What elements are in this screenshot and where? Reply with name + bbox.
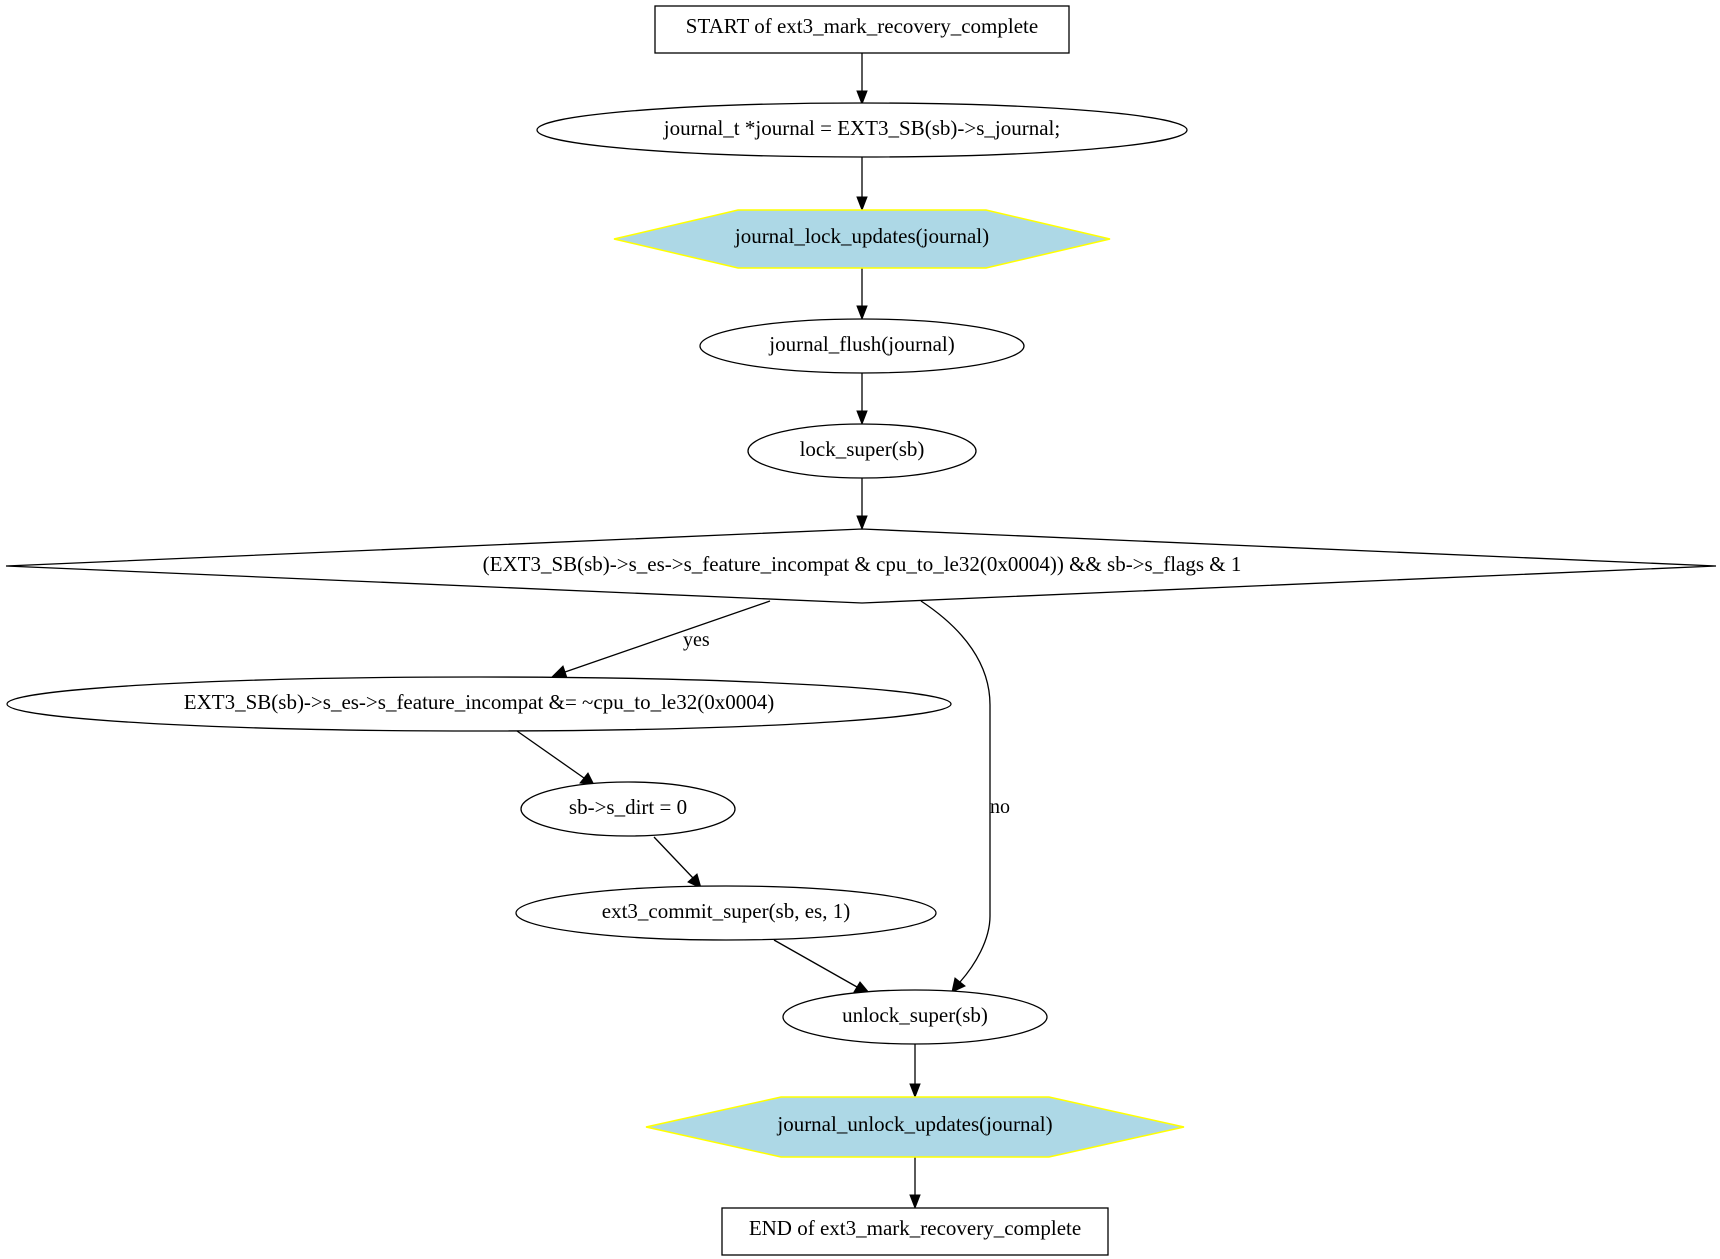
edge-commit-to-unlock-super [773,939,872,995]
node-condition-label: (EXT3_SB(sb)->s_es->s_feature_incompat &… [483,552,1242,576]
edge-clear-feature-to-dirt [516,730,595,786]
edge-label-no: no [990,796,1010,818]
edges: yes no [516,53,1010,1210]
edge-flush-to-lock-super [856,373,868,426]
node-flush-label: journal_flush(journal) [768,332,954,356]
node-lock-updates: journal_lock_updates(journal) [613,209,1111,269]
edge-journal-decl-to-lock-updates [856,157,868,212]
edge-start-to-journal-decl [856,53,868,106]
node-lock-super-label: lock_super(sb) [800,437,925,461]
edge-unlock-super-to-unlock-updates [909,1044,921,1099]
node-unlock-super-label: unlock_super(sb) [842,1003,988,1027]
node-clear-feature: EXT3_SB(sb)->s_es->s_feature_incompat &=… [6,676,952,732]
edge-label-yes: yes [683,629,710,651]
node-dirt: sb->s_dirt = 0 [520,781,736,837]
node-condition: (EXT3_SB(sb)->s_es->s_feature_incompat &… [5,528,1717,604]
node-clear-feature-label: EXT3_SB(sb)->s_es->s_feature_incompat &=… [184,690,774,714]
node-end-label: END of ext3_mark_recovery_complete [749,1216,1081,1240]
node-commit-label: ext3_commit_super(sb, es, 1) [602,899,850,923]
node-lock-updates-label: journal_lock_updates(journal) [734,224,989,248]
edge-lock-updates-to-flush [856,268,868,321]
edge-condition-to-clear-feature: yes [550,600,771,679]
edge-condition-to-unlock-super: no [920,600,1010,993]
node-end: END of ext3_mark_recovery_complete [721,1207,1109,1256]
node-lock-super: lock_super(sb) [747,423,977,479]
node-commit: ext3_commit_super(sb, es, 1) [515,885,937,941]
nodes: START of ext3_mark_recovery_complete jou… [5,5,1717,1256]
node-journal-decl: journal_t *journal = EXT3_SB(sb)->s_jour… [536,102,1188,158]
node-dirt-label: sb->s_dirt = 0 [569,795,687,819]
node-unlock-updates: journal_unlock_updates(journal) [645,1096,1185,1158]
node-flush: journal_flush(journal) [699,318,1025,374]
edge-unlock-updates-to-end [909,1157,921,1210]
node-unlock-super: unlock_super(sb) [782,989,1048,1045]
node-journal-decl-label: journal_t *journal = EXT3_SB(sb)->s_jour… [663,116,1060,140]
node-unlock-updates-label: journal_unlock_updates(journal) [776,1112,1052,1136]
edge-dirt-to-commit [653,836,702,889]
edge-lock-super-to-condition [856,478,868,531]
node-start: START of ext3_mark_recovery_complete [654,5,1070,54]
node-start-label: START of ext3_mark_recovery_complete [686,14,1038,38]
